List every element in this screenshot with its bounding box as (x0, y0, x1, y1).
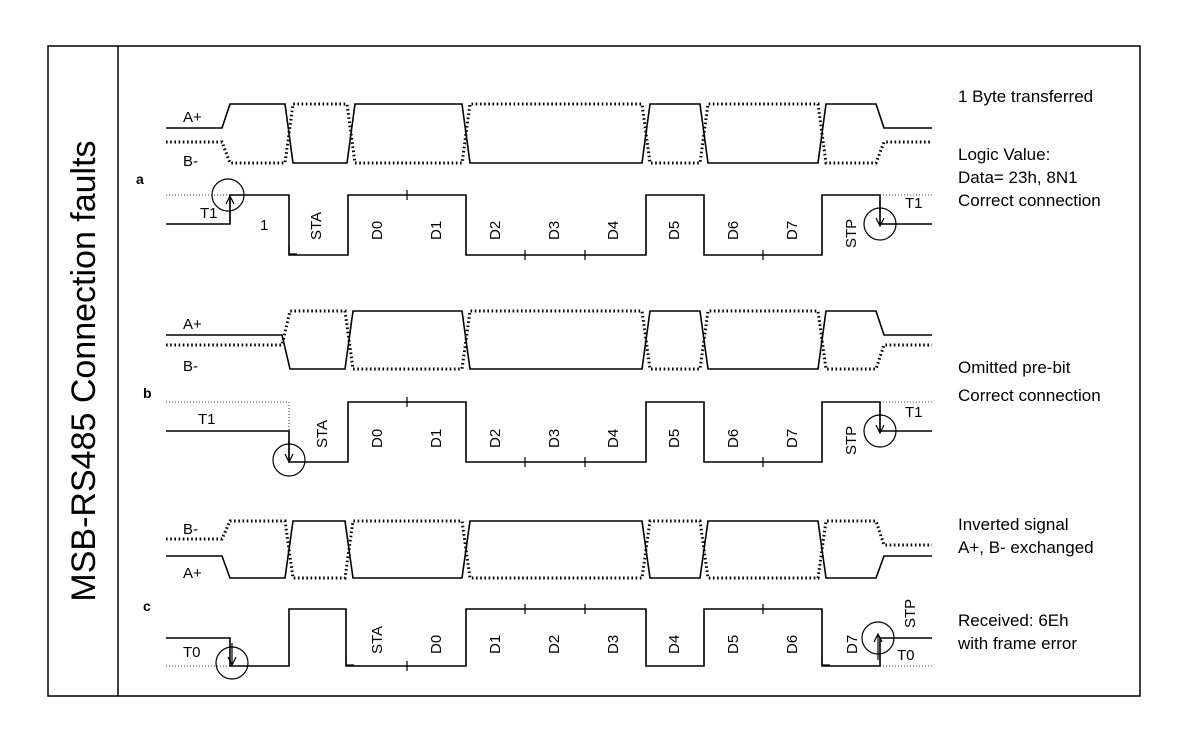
c-note: with frame error (957, 634, 1077, 653)
c-ticks (406, 604, 764, 671)
b-idle-dotted (166, 401, 290, 431)
a-stop-arrow (875, 200, 885, 228)
a-bit: D5 (666, 221, 683, 240)
c-note: Received: 6Eh (958, 611, 1069, 630)
a-note: Data= 23h, 8N1 (958, 168, 1078, 187)
b-note: Correct connection (958, 386, 1101, 405)
a-trigger-label: T1 (200, 205, 218, 222)
b-bit: D4 (605, 429, 622, 448)
diagram-title: MSB-RS485 Connection faults (65, 140, 103, 601)
b-bit: D0 (369, 429, 386, 448)
section-a: A+ B- a T1 1 T1 STA D0 D1 D2 D3 D4 D5 D6… (136, 87, 1101, 260)
a-note: Correct connection (958, 191, 1101, 210)
a-bit: D2 (487, 221, 504, 240)
c-start-arrow (345, 656, 354, 666)
section-c: B- A+ c T0 T0 STA D0 D1 D2 D3 D4 D5 D6 D… (143, 515, 1094, 680)
a-bit: D0 (369, 221, 386, 240)
c-bit: D6 (784, 635, 801, 654)
a-bit: D7 (784, 221, 801, 240)
b-bit: D6 (725, 429, 742, 448)
section-b: A+ B- b T1 T1 STA D0 D1 D2 D3 D4 D5 D6 D… (143, 309, 1101, 477)
a-line-aplus (166, 103, 932, 164)
c-letter: c (143, 598, 151, 614)
c-bit: D4 (666, 635, 683, 654)
b-letter: b (143, 385, 152, 401)
outer-frame (47, 45, 1141, 697)
b-ticks (406, 397, 764, 467)
a-trigger-circle (211, 178, 245, 212)
c-stop-arrow (873, 632, 883, 660)
b-note: Omitted pre-bit (958, 358, 1071, 377)
c-line-bminus (166, 519, 932, 580)
a-stop-trigger-label: T1 (905, 195, 923, 212)
c-down-arrow (227, 643, 237, 667)
a-line-bminus (166, 102, 932, 165)
a-notes: 1 Byte transferred Logic Value: Data= 23… (958, 87, 1101, 210)
a-letter: a (136, 171, 144, 187)
c-stop-trigger-label: T0 (897, 647, 915, 664)
c-bit: D3 (605, 635, 622, 654)
c-notes: Inverted signal A+, B- exchanged Receive… (957, 515, 1094, 653)
a-pre-bit-label: 1 (260, 217, 268, 234)
c-bit: D1 (487, 635, 504, 654)
b-bit: D3 (546, 429, 563, 448)
a-logic-trace (166, 194, 932, 256)
c-note: Inverted signal (958, 515, 1069, 534)
b-bit-labels: STA D0 D1 D2 D3 D4 D5 D6 D7 STP (314, 420, 860, 455)
b-line-aplus (166, 310, 932, 370)
a-bit: STA (308, 212, 325, 240)
c-bit: STA (369, 626, 386, 654)
c-bit: STP (902, 599, 919, 628)
b-trigger-label: T1 (198, 411, 216, 428)
c-note: A+, B- exchanged (958, 538, 1094, 557)
c-bit: D0 (428, 635, 445, 654)
c-bit: D2 (546, 635, 563, 654)
a-down-arrow (288, 245, 297, 255)
c-line-aplus (166, 520, 932, 579)
a-bit-labels: STA D0 D1 D2 D3 D4 D5 D6 D7 STP (308, 212, 860, 248)
b-label-bminus: B- (183, 358, 198, 375)
b-bit: D2 (487, 429, 504, 448)
b-bit: STA (314, 420, 331, 448)
b-logic-trace (166, 401, 932, 463)
a-note: Logic Value: (958, 145, 1050, 164)
a-bit: D6 (725, 221, 742, 240)
c-label-bminus: B- (183, 521, 198, 538)
b-stop-trigger-label: T1 (905, 404, 923, 421)
a-up-arrow (225, 194, 235, 224)
b-down-arrow (284, 440, 294, 464)
a-label-bminus: B- (183, 153, 198, 170)
b-label-aplus: A+ (183, 316, 202, 333)
c-label-aplus: A+ (183, 565, 202, 582)
a-label-aplus: A+ (183, 109, 202, 126)
b-bit: D7 (784, 429, 801, 448)
b-bit: STP (843, 426, 860, 455)
b-line-bminus (166, 309, 932, 371)
b-bit: D5 (666, 429, 683, 448)
c-bit: D5 (725, 635, 742, 654)
a-bit: D1 (428, 221, 445, 240)
a-bit: D4 (605, 221, 622, 240)
c-bit: D7 (844, 635, 861, 654)
c-bit-labels: STA D0 D1 D2 D3 D4 D5 D6 D7 STP (369, 599, 919, 654)
c-logic-trace (166, 608, 932, 667)
a-note: 1 Byte transferred (958, 87, 1093, 106)
c-trigger-label: T0 (183, 644, 201, 661)
b-notes: Omitted pre-bit Correct connection (958, 358, 1101, 405)
a-bit: STP (843, 219, 860, 248)
a-bit: D3 (546, 221, 563, 240)
b-bit: D1 (428, 429, 445, 448)
b-stop-arrow (875, 407, 885, 435)
a-ticks (406, 190, 764, 260)
c-end-arrow (821, 656, 830, 666)
